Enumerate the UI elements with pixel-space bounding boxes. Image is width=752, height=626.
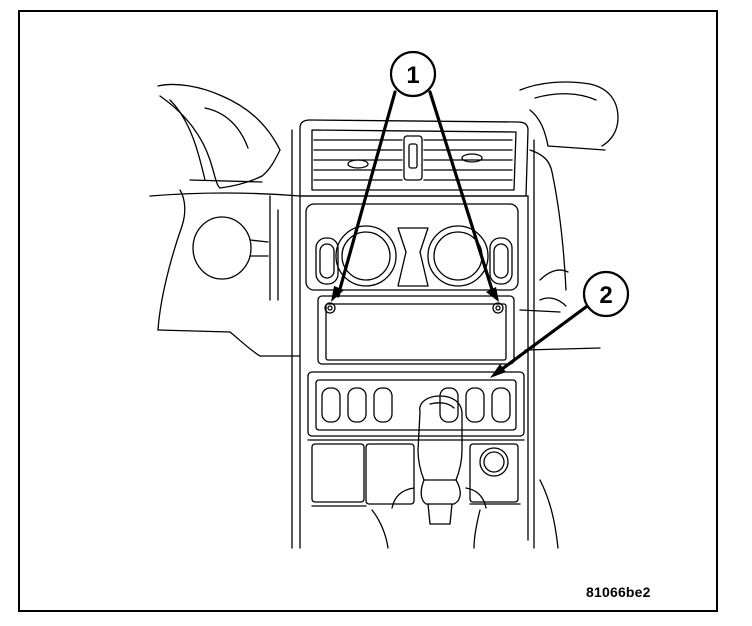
callout-2-circle: [582, 270, 630, 318]
left-dash-contour: [149, 83, 301, 357]
lower-console: [307, 439, 525, 549]
callout-1-leaders: [336, 90, 496, 298]
left-screw: [324, 302, 336, 314]
gear-shifter: [391, 395, 487, 525]
radio-panel: [317, 295, 515, 365]
callout-2: [582, 270, 630, 318]
callout-2-arrowhead: [490, 364, 506, 378]
switch-bank: [307, 371, 525, 437]
figure-border: [18, 10, 718, 612]
callout-2-label: 2: [599, 282, 612, 309]
figure-id-label: 81066be2: [586, 584, 651, 600]
gauge-pod: [305, 203, 519, 291]
upper-vent-bezel: [299, 119, 529, 197]
console-walls: [291, 129, 535, 549]
callout-2-leader: [496, 302, 592, 374]
callout-1-circle: [389, 50, 437, 98]
callout-1-arrowheads: [331, 286, 499, 302]
left-round-vent: [192, 216, 269, 280]
callout-1: [389, 50, 437, 98]
right-screw: [492, 302, 504, 314]
callout-1-label: 1: [406, 62, 419, 89]
